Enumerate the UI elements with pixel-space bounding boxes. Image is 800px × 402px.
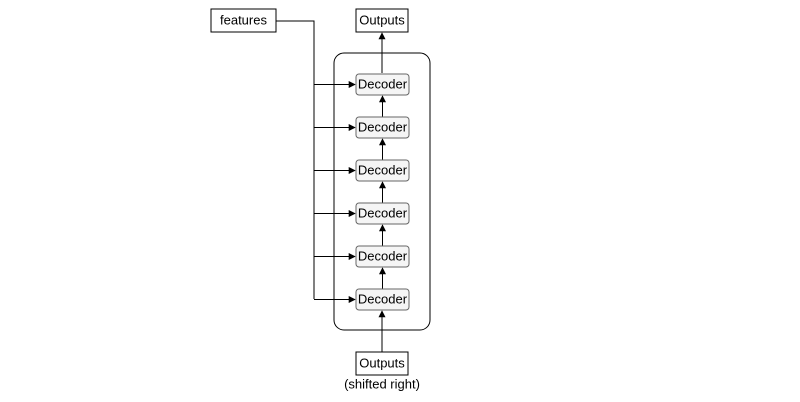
decoder-block: Decoder [355, 288, 410, 311]
decoder-label: Decoder [358, 291, 408, 306]
decoder-box [355, 73, 410, 96]
decoder-box [355, 116, 410, 139]
feature-routing [276, 20, 315, 299]
decoder-block: Decoder [355, 245, 410, 268]
decoder-block: Decoder [355, 202, 410, 225]
decoder-block: Decoder [355, 159, 410, 182]
decoder-block: Decoder [355, 116, 410, 139]
decoder-box [355, 202, 410, 225]
decoder-box [355, 288, 410, 311]
outputs-bottom-node: Outputs [355, 351, 409, 376]
decoder-layers: DecoderDecoderDecoderDecoderDecoderDecod… [314, 73, 410, 311]
decoder-label: Decoder [358, 248, 408, 263]
decoder-label: Decoder [358, 205, 408, 220]
decoder-label: Decoder [358, 76, 408, 91]
features-node: features [210, 8, 277, 33]
decoder-label: Decoder [358, 162, 408, 177]
decoder-block: Decoder [355, 73, 410, 96]
outputs-bottom-box [355, 351, 409, 376]
features-connector [276, 20, 315, 299]
outputs-top-label: Outputs [359, 12, 405, 27]
outputs-top-node: Outputs [355, 8, 409, 33]
outputs-bottom-label: Outputs [359, 355, 405, 370]
shifted-right-caption: (shifted right) [344, 376, 420, 391]
features-label: features [220, 12, 267, 27]
outputs-top-box [355, 8, 409, 33]
decoder-label: Decoder [358, 119, 408, 134]
decoder-box [355, 245, 410, 268]
decoder-box [355, 159, 410, 182]
